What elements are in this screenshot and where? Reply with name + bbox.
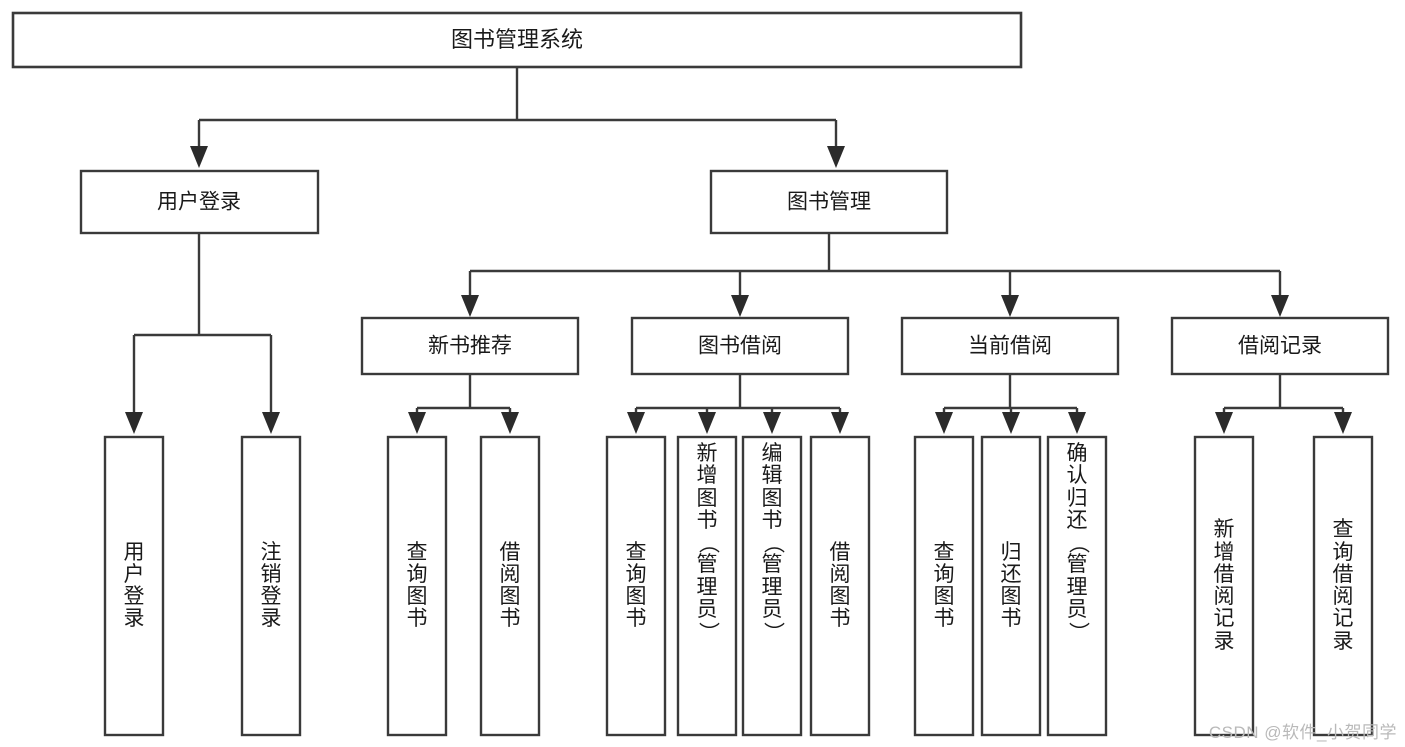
node-root-box[interactable] bbox=[11, 11, 1023, 69]
arrow-head-icon bbox=[627, 412, 645, 434]
connector-new-book-recommend-to-leaves bbox=[408, 374, 519, 434]
arrow-head-icon bbox=[1002, 412, 1020, 434]
leaf-box-borrow-record-1[interactable] bbox=[1312, 435, 1374, 737]
arrow-head-icon bbox=[408, 412, 426, 434]
leaf-box-new-book-1[interactable] bbox=[479, 435, 541, 737]
node-user-login-box[interactable] bbox=[79, 169, 320, 235]
node-book-management-label: 图书管理 bbox=[787, 191, 871, 214]
leaf-box-book-borrow-2[interactable] bbox=[741, 435, 803, 737]
arrow-head-icon bbox=[698, 412, 716, 434]
connector-current-borrow-to-leaves bbox=[935, 374, 1086, 434]
arrow-head-icon bbox=[831, 412, 849, 434]
connector-borrow-record-to-leaves bbox=[1215, 374, 1352, 434]
node-root-label: 图书管理系统 bbox=[451, 27, 583, 52]
leaf-box-user-login-1[interactable] bbox=[240, 435, 302, 737]
leaf-box-book-borrow-3[interactable] bbox=[809, 435, 871, 737]
leaf-box-book-borrow-0[interactable] bbox=[605, 435, 667, 737]
arrow-head-icon bbox=[1001, 295, 1019, 317]
connector-root-to-level2 bbox=[190, 67, 845, 168]
arrow-head-icon bbox=[190, 146, 208, 168]
connector-user-login-to-leaves bbox=[125, 233, 280, 434]
arrow-head-icon bbox=[461, 295, 479, 317]
node-current-borrow[interactable]: 当前借阅 bbox=[900, 316, 1120, 376]
leaf-box-book-borrow-1[interactable] bbox=[676, 435, 738, 737]
leaf-box-new-book-0[interactable] bbox=[386, 435, 448, 737]
node-book-management[interactable]: 图书管理 bbox=[709, 169, 949, 235]
leaf-box-current-borrow-0[interactable] bbox=[913, 435, 975, 737]
arrow-head-icon bbox=[827, 146, 845, 168]
arrow-head-icon bbox=[763, 412, 781, 434]
leaf-box-current-borrow-1[interactable] bbox=[980, 435, 1042, 737]
node-new-book-recommend[interactable]: 新书推荐 bbox=[360, 316, 580, 376]
connector-book-borrow-to-leaves bbox=[627, 374, 849, 434]
leaf-box-current-borrow-2[interactable] bbox=[1046, 435, 1108, 737]
node-new-book-recommend-label: 新书推荐 bbox=[428, 335, 512, 358]
arrow-head-icon bbox=[1215, 412, 1233, 434]
node-borrow-record-label: 借阅记录 bbox=[1238, 335, 1322, 358]
node-root[interactable]: 图书管理系统 bbox=[11, 11, 1023, 69]
node-book-borrow-label: 图书借阅 bbox=[698, 335, 782, 358]
connector-book-management-to-level3 bbox=[461, 233, 1289, 317]
arrow-head-icon bbox=[501, 412, 519, 434]
arrow-head-icon bbox=[935, 412, 953, 434]
node-user-login-label: 用户登录 bbox=[157, 191, 241, 214]
arrow-head-icon bbox=[731, 295, 749, 317]
node-user-login[interactable]: 用户登录 bbox=[79, 169, 320, 235]
arrow-head-icon bbox=[1334, 412, 1352, 434]
arrow-head-icon bbox=[1068, 412, 1086, 434]
node-current-borrow-label: 当前借阅 bbox=[968, 335, 1052, 358]
node-book-borrow[interactable]: 图书借阅 bbox=[630, 316, 850, 376]
leaf-box-user-login-0[interactable] bbox=[103, 435, 165, 737]
arrow-head-icon bbox=[125, 412, 143, 434]
node-new-book-recommend-box[interactable] bbox=[360, 316, 580, 376]
arrow-head-icon bbox=[262, 412, 280, 434]
node-current-borrow-box[interactable] bbox=[900, 316, 1120, 376]
arrow-head-icon bbox=[1271, 295, 1289, 317]
leaf-box-borrow-record-0[interactable] bbox=[1193, 435, 1255, 737]
node-borrow-record[interactable]: 借阅记录 bbox=[1170, 316, 1390, 376]
